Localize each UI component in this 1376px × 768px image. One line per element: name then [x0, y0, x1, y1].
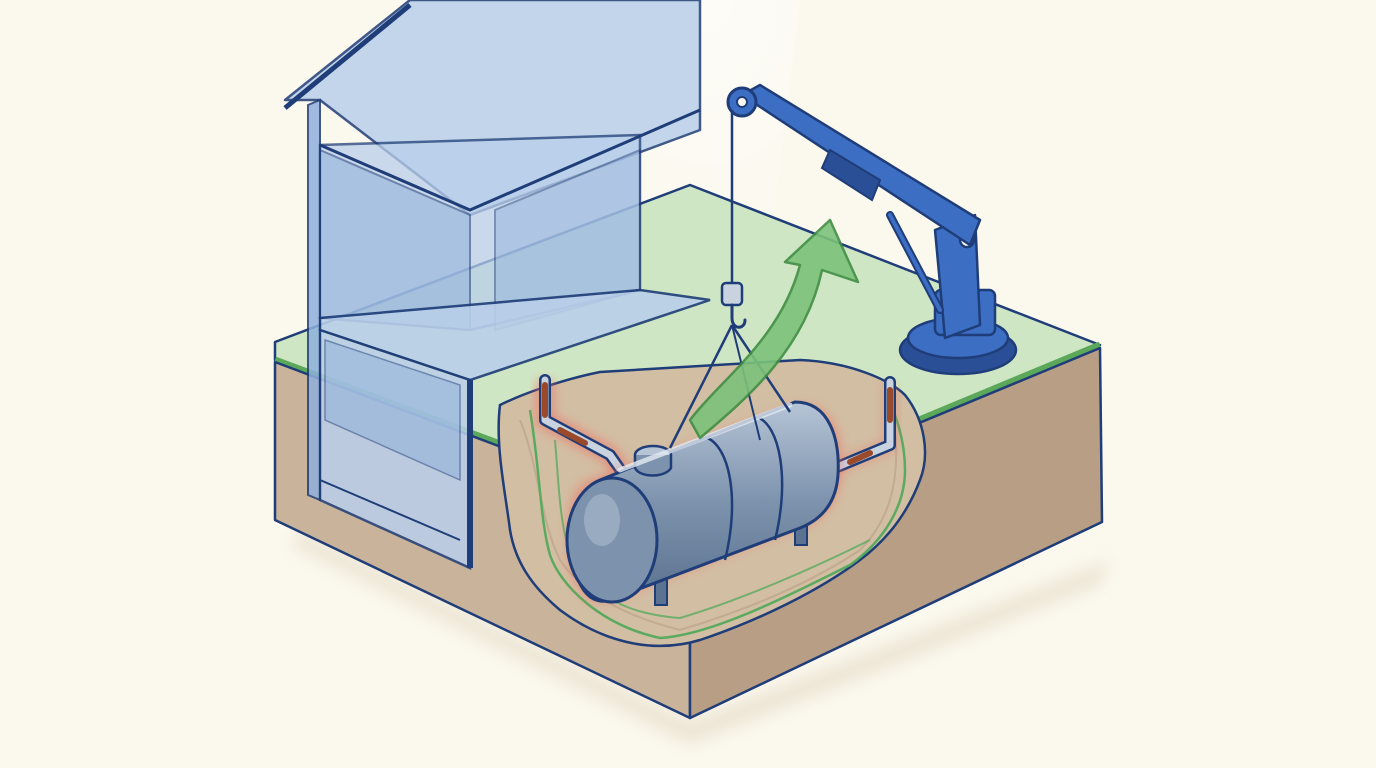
containment-boundary-inner: [554, 439, 871, 620]
crane-sheave: [736, 96, 748, 108]
left-pipe-rust: [542, 382, 588, 446]
house-upper-floor-line: [319, 108, 701, 212]
house-cutaway: [283, 0, 711, 570]
corroded-pipes: [536, 374, 897, 478]
crane-boom-section: [820, 148, 882, 202]
house-window-divider: [319, 479, 461, 541]
soil-side-face: [688, 346, 1104, 720]
crane: [668, 83, 1018, 449]
tank-band-2: [756, 415, 784, 541]
pit-inner-wall: [519, 419, 898, 632]
lift-arrow-shaft: [688, 218, 860, 440]
storage-tank: [565, 400, 842, 606]
lift-arrow: [688, 218, 860, 440]
ground-shadow: [290, 530, 1110, 745]
crane-hook: [730, 303, 747, 329]
containment-boundary: [528, 394, 907, 640]
house-roof-edge: [283, 3, 412, 110]
house-left-wall: [307, 98, 321, 502]
crane-hydraulic-strut-inner: [888, 213, 942, 312]
tank-highlight: [617, 402, 793, 473]
sling-left: [668, 324, 734, 449]
tank-end-highlight: [584, 494, 620, 546]
house-floor-slab: [318, 288, 711, 382]
house-ground-inner: [324, 338, 461, 482]
right-pipe-rust: [847, 387, 893, 465]
tank-band-1: [704, 435, 734, 561]
crane-hook-block: [720, 281, 744, 307]
crane-boom: [740, 83, 982, 247]
